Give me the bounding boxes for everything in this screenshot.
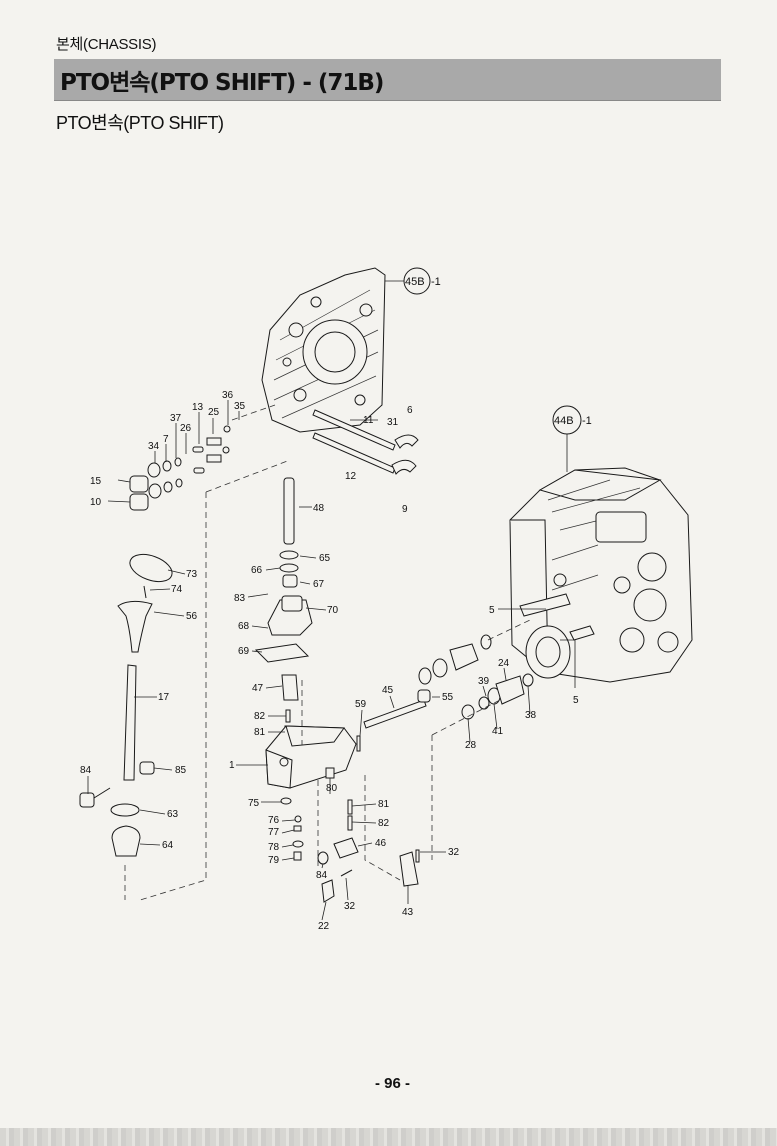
callout-63: 63: [167, 809, 179, 820]
callout-37: 37: [170, 413, 182, 424]
callout-73: 73: [186, 569, 198, 580]
callout-11: 11: [363, 415, 374, 426]
callout-85: 85: [175, 765, 187, 776]
callout-68: 68: [238, 621, 250, 632]
page-title: PTO변속(PTO SHIFT) - (71B): [60, 70, 384, 96]
callout-5-upper: 5: [489, 605, 495, 616]
section-label: 본체(CHASSIS): [56, 36, 157, 53]
callout-15: 15: [90, 476, 102, 487]
callout-83: 83: [234, 593, 246, 604]
control-lever-knob: [79, 553, 173, 900]
callout-31: 31: [387, 417, 399, 428]
callout-74: 74: [171, 584, 183, 595]
shift-housing: [265, 725, 357, 789]
callout-32-right: 32: [448, 847, 460, 858]
callout-56: 56: [186, 611, 198, 622]
callout-78: 78: [268, 842, 280, 853]
callout-38: 38: [525, 710, 537, 721]
callout-41: 41: [492, 726, 504, 737]
callout-1: 1: [229, 760, 235, 771]
callout-70: 70: [327, 605, 339, 616]
ref-suffix-44b: -1: [582, 415, 592, 427]
callout-69: 69: [238, 646, 250, 657]
callout-7: 7: [163, 434, 169, 445]
callout-79: 79: [268, 855, 280, 866]
shift-rods: [312, 409, 419, 475]
diagram-subtitle: PTO변속(PTO SHIFT): [56, 113, 224, 133]
callout-82-upper: 82: [254, 711, 266, 722]
upper-transmission-housing: [261, 267, 386, 433]
callout-labels: 36 35 13 25 37 26 7 34 15 10 11 31 6 12 …: [80, 390, 579, 932]
scan-footer-strip: [0, 1128, 777, 1146]
detent-springs-balls: [107, 425, 231, 511]
coupling-parts: [418, 593, 595, 720]
callout-55: 55: [442, 692, 454, 703]
callout-39: 39: [478, 676, 490, 687]
title-bar: PTO변속(PTO SHIFT) - (71B): [54, 59, 721, 101]
callout-24: 24: [498, 658, 510, 669]
callout-34: 34: [148, 441, 160, 452]
callout-67: 67: [313, 579, 325, 590]
callout-9: 9: [402, 504, 408, 515]
lower-small-parts: [280, 797, 420, 903]
callout-12: 12: [345, 471, 357, 482]
ref-code-45b: 45B: [405, 276, 425, 288]
callout-45: 45: [382, 685, 394, 696]
callout-84-lower: 84: [316, 870, 328, 881]
callout-6: 6: [407, 405, 413, 416]
callout-43: 43: [402, 907, 414, 918]
callout-22: 22: [318, 921, 330, 932]
callout-36: 36: [222, 390, 234, 401]
callout-17: 17: [158, 692, 170, 703]
shift-shaft: [356, 689, 431, 752]
callout-35: 35: [234, 401, 246, 412]
callout-47: 47: [252, 683, 264, 694]
page-number: - 96 -: [375, 1075, 411, 1092]
callout-84-left: 84: [80, 765, 92, 776]
ref-code-44b: 44B: [554, 415, 574, 427]
callout-13: 13: [192, 402, 204, 413]
callout-28: 28: [465, 740, 477, 751]
callout-leaders: [87, 400, 546, 921]
callout-75: 75: [248, 798, 260, 809]
lower-transmission-housing: [509, 467, 693, 683]
callout-32-lower: 32: [344, 901, 356, 912]
callout-5-lower: 5: [573, 695, 579, 706]
assembly-guide-lines: [139, 404, 531, 901]
callout-64: 64: [162, 840, 174, 851]
callout-77: 77: [268, 827, 280, 838]
callout-82-lower: 82: [378, 818, 390, 829]
callout-66: 66: [251, 565, 263, 576]
callout-65: 65: [319, 553, 331, 564]
callout-80: 80: [326, 783, 338, 794]
callout-26: 26: [180, 423, 192, 434]
callout-59: 59: [355, 699, 367, 710]
callout-76: 76: [268, 815, 280, 826]
callout-48: 48: [313, 503, 325, 514]
callout-81-lower: 81: [378, 799, 390, 810]
callout-25: 25: [208, 407, 220, 418]
shift-lever-assembly: [254, 477, 313, 739]
ref-suffix-45b: -1: [431, 276, 441, 288]
callout-10: 10: [90, 497, 102, 508]
callout-81-upper: 81: [254, 727, 266, 738]
callout-46: 46: [375, 838, 387, 849]
